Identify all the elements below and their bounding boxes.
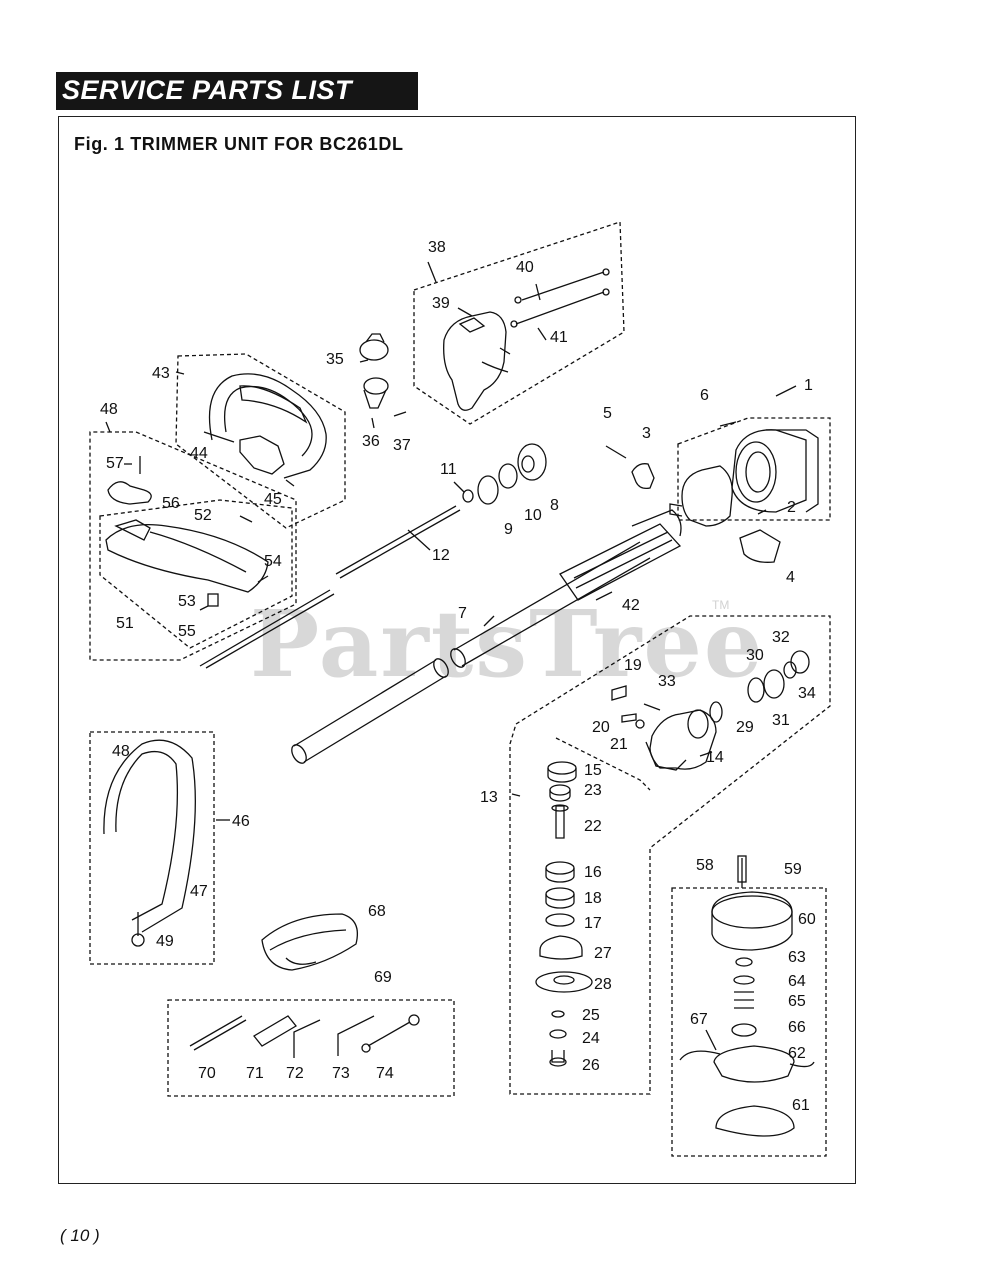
section-banner: SERVICE PARTS LIST bbox=[56, 72, 418, 110]
callout-38: 38 bbox=[428, 239, 446, 256]
callout-4: 4 bbox=[786, 569, 795, 586]
callout-41: 41 bbox=[550, 329, 568, 346]
callout-55: 55 bbox=[178, 623, 196, 640]
callout-49: 49 bbox=[156, 933, 174, 950]
callout-64: 64 bbox=[788, 973, 806, 990]
callout-67: 67 bbox=[690, 1011, 708, 1028]
callout-48: 48 bbox=[100, 401, 118, 418]
callout-29: 29 bbox=[736, 719, 754, 736]
callout-59: 59 bbox=[784, 861, 802, 878]
main-pipe bbox=[291, 541, 651, 764]
watermark-trademark: TM bbox=[712, 598, 730, 612]
callout-31: 31 bbox=[772, 712, 790, 729]
callout-57: 57 bbox=[106, 455, 124, 472]
callout-11: 11 bbox=[440, 461, 457, 478]
callout-52: 52 bbox=[194, 507, 212, 524]
callout-48-harness: 48 bbox=[112, 743, 130, 760]
callout-6: 6 bbox=[700, 387, 709, 404]
callout-61: 61 bbox=[792, 1097, 810, 1114]
callout-71: 71 bbox=[246, 1065, 264, 1082]
callout-9: 9 bbox=[504, 521, 513, 538]
callout-22: 22 bbox=[584, 818, 602, 835]
callout-43: 43 bbox=[152, 365, 170, 382]
callout-65: 65 bbox=[788, 993, 806, 1010]
callout-15: 15 bbox=[584, 762, 602, 779]
clutch-housing bbox=[731, 429, 819, 513]
callout-45: 45 bbox=[264, 491, 282, 508]
shield-guard bbox=[105, 519, 269, 593]
callout-72: 72 bbox=[286, 1065, 304, 1082]
callout-46: 46 bbox=[232, 813, 250, 830]
callout-23: 23 bbox=[584, 782, 602, 799]
line-head bbox=[679, 891, 815, 1137]
figure-title: Fig. 1 TRIMMER UNIT FOR BC261DL bbox=[74, 134, 404, 154]
callout-63: 63 bbox=[788, 949, 806, 966]
callout-13: 13 bbox=[480, 789, 498, 806]
watermark-brand: PartsTree bbox=[250, 590, 765, 698]
callout-42: 42 bbox=[622, 597, 640, 614]
callout-60: 60 bbox=[798, 911, 816, 928]
callout-62: 62 bbox=[788, 1045, 806, 1062]
callout-27: 27 bbox=[594, 945, 612, 962]
callout-33: 33 bbox=[658, 673, 676, 690]
callout-numbers: 1 2 3 4 5 6 7 8 9 10 11 12 13 14 15 16 1… bbox=[100, 239, 816, 1114]
callout-39: 39 bbox=[432, 295, 450, 312]
callout-17: 17 bbox=[584, 915, 602, 932]
callout-26: 26 bbox=[582, 1057, 600, 1074]
callout-54: 54 bbox=[264, 553, 282, 570]
loop-handle bbox=[208, 373, 327, 479]
diagram-frame bbox=[58, 116, 856, 1184]
section-banner-text: SERVICE PARTS LIST bbox=[62, 75, 353, 105]
callout-32: 32 bbox=[772, 629, 790, 646]
callout-36: 36 bbox=[362, 433, 380, 450]
gear-stack bbox=[535, 761, 593, 1067]
callout-24: 24 bbox=[582, 1030, 600, 1047]
callout-3: 3 bbox=[642, 425, 651, 442]
callout-40: 40 bbox=[516, 259, 534, 276]
callout-47: 47 bbox=[190, 883, 208, 900]
callout-12: 12 bbox=[432, 547, 450, 564]
callout-10: 10 bbox=[524, 507, 542, 524]
callout-18: 18 bbox=[584, 890, 602, 907]
callout-34: 34 bbox=[798, 685, 816, 702]
callout-73: 73 bbox=[332, 1065, 350, 1082]
callout-66: 66 bbox=[788, 1019, 806, 1036]
group-outlines bbox=[89, 221, 831, 1157]
callout-69: 69 bbox=[374, 969, 392, 986]
callout-30: 30 bbox=[746, 647, 764, 664]
callout-19: 19 bbox=[624, 657, 642, 674]
callout-7: 7 bbox=[458, 605, 467, 622]
callout-44: 44 bbox=[190, 445, 208, 462]
callout-35: 35 bbox=[326, 351, 344, 368]
callout-56: 56 bbox=[162, 495, 180, 512]
callout-28: 28 bbox=[594, 976, 612, 993]
callout-5: 5 bbox=[603, 405, 612, 422]
callout-21: 21 bbox=[610, 736, 628, 753]
callout-53: 53 bbox=[178, 593, 196, 610]
callout-8: 8 bbox=[550, 497, 559, 514]
callout-25: 25 bbox=[582, 1007, 600, 1024]
grip bbox=[559, 509, 682, 601]
callout-37: 37 bbox=[393, 437, 411, 454]
callout-20: 20 bbox=[592, 719, 610, 736]
callout-16: 16 bbox=[584, 864, 602, 881]
callout-74: 74 bbox=[376, 1065, 394, 1082]
gear-case bbox=[645, 709, 717, 771]
throttle-handle bbox=[443, 311, 511, 411]
callout-70: 70 bbox=[198, 1065, 216, 1082]
callout-1: 1 bbox=[804, 377, 813, 394]
callout-51: 51 bbox=[116, 615, 134, 632]
callout-2: 2 bbox=[787, 499, 796, 516]
callout-58: 58 bbox=[696, 857, 714, 874]
callout-68: 68 bbox=[368, 903, 386, 920]
page-number: ( 10 ) bbox=[60, 1226, 100, 1245]
callout-14: 14 bbox=[706, 749, 724, 766]
